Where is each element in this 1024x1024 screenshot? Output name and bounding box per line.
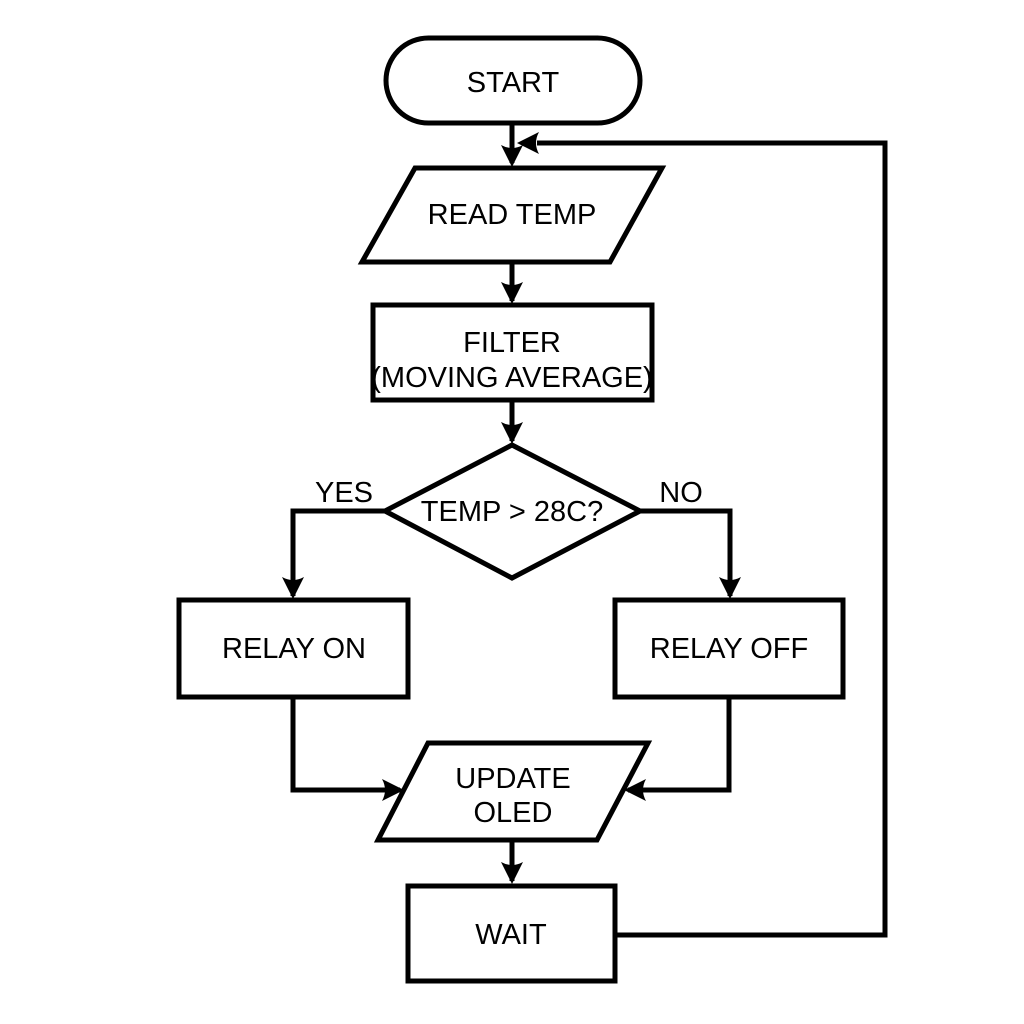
node-read-temp: READ TEMP [357, 165, 667, 265]
arrowhead-into-readtemp [501, 145, 523, 167]
node-update-oled: UPDATE OLED [373, 740, 653, 843]
wait-process-shape [405, 883, 618, 984]
update-oled-label-line1: UPDATE [455, 763, 570, 795]
arrowhead-into-relayoff [719, 577, 741, 599]
node-relay-off: RELAY OFF [612, 597, 846, 700]
arrowhead-into-update-left [382, 779, 404, 801]
arrowhead-into-filter [501, 282, 523, 304]
arrowhead-into-decision [501, 422, 523, 444]
filter-label-line1: FILTER [463, 327, 561, 359]
edge-decision-yes [290, 508, 385, 596]
connectors [290, 123, 888, 938]
arrowhead-into-relayon [282, 577, 304, 599]
filter-process-shape [370, 302, 655, 403]
edge-wait-loopback [537, 140, 888, 938]
yes-branch-label: YES [315, 477, 373, 509]
filter-label-line2: (MOVING AVERAGE) [371, 362, 652, 394]
relay-on-label: RELAY ON [222, 633, 366, 665]
arrowhead-into-wait [501, 862, 523, 884]
update-oled-parallelogram-shape [373, 740, 653, 843]
start-terminator-shape [383, 35, 643, 126]
arrowheads [282, 132, 741, 884]
update-oled-label-line2: OLED [474, 797, 553, 829]
decision-label: TEMP > 28C? [421, 496, 603, 528]
arrowhead-into-update-right [624, 779, 646, 801]
branch-labels: YES NO [315, 477, 703, 509]
node-wait: WAIT [405, 883, 618, 984]
relay-off-process-shape [612, 597, 846, 700]
edge-relayon-to-update [290, 697, 400, 793]
node-start: START [383, 35, 643, 126]
edge-decision-no [640, 508, 733, 596]
arrowhead-loopback-junction [517, 132, 539, 154]
node-relay-on: RELAY ON [176, 597, 411, 700]
read-temp-parallelogram-shape [357, 165, 667, 265]
start-label: START [467, 67, 560, 99]
read-temp-label: READ TEMP [428, 199, 597, 231]
relay-off-label: RELAY OFF [650, 633, 808, 665]
decision-diamond-shape [379, 442, 646, 581]
node-filter: FILTER (MOVING AVERAGE) [370, 302, 655, 403]
node-decision: TEMP > 28C? [379, 442, 646, 581]
relay-on-process-shape [176, 597, 411, 700]
edge-relayoff-to-update [628, 697, 732, 793]
no-branch-label: NO [659, 477, 703, 509]
wait-label: WAIT [475, 919, 547, 951]
